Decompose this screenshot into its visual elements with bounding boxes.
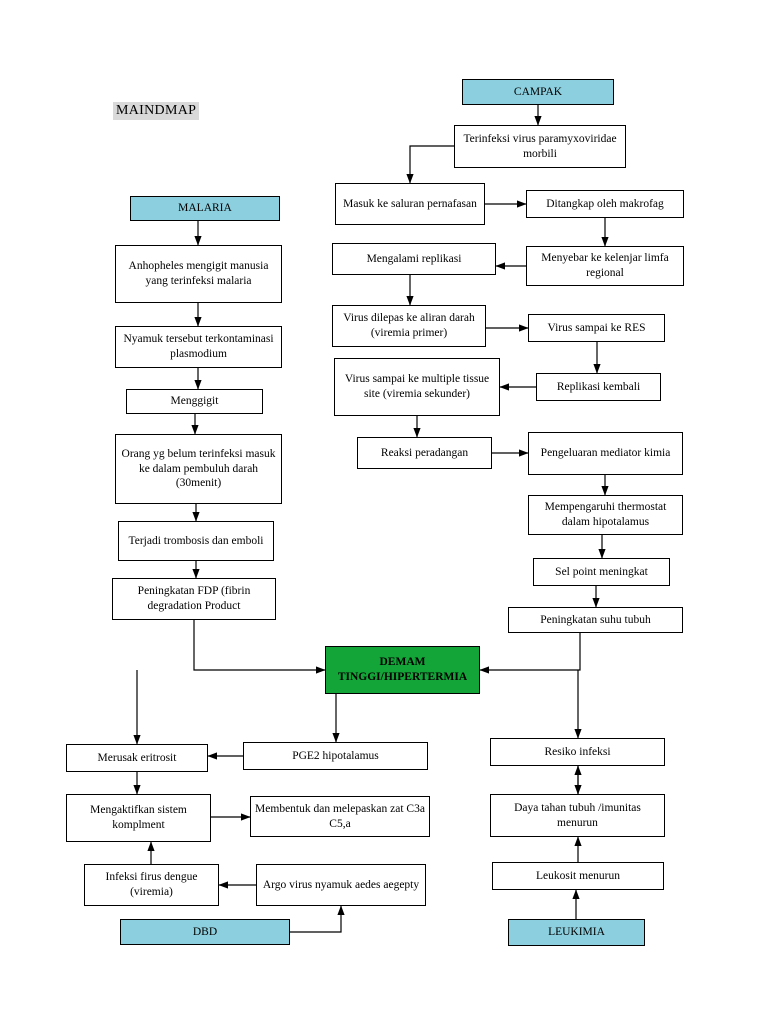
- node-label: Sel point meningkat: [555, 565, 648, 578]
- node-label: Terjadi trombosis dan emboli: [128, 534, 264, 547]
- node-resiko[interactable]: Resiko infeksi: [490, 738, 665, 766]
- edge-terinfeksi-to-masuk_saluran: [406, 145, 454, 184]
- node-reaksi[interactable]: Reaksi peradangan: [357, 437, 492, 469]
- node-label: Menyebar ke kelenjar limfa regional: [541, 252, 669, 279]
- node-argo[interactable]: Argo virus nyamuk aedes aegepty: [256, 864, 426, 906]
- node-label: Membentuk dan melepaskan zat C3a C5,a: [255, 802, 425, 830]
- node-label: Masuk ke saluran pernafasan: [343, 197, 477, 210]
- node-label: Mempengaruhi thermostat dalam hipotalamu…: [544, 501, 667, 528]
- node-suhu[interactable]: Peningkatan suhu tubuh: [508, 607, 683, 633]
- node-campak[interactable]: CAMPAK: [462, 79, 614, 105]
- node-label: Orang yg belum terinfeksi masuk ke dalam…: [121, 447, 276, 490]
- node-label: Merusak eritrosit: [97, 751, 177, 764]
- node-sel_point[interactable]: Sel point meningkat: [533, 558, 670, 586]
- node-demam[interactable]: DEMAM TINGGI/HIPERTERMIA: [325, 646, 480, 694]
- node-nyamuk[interactable]: Nyamuk tersebut terkontaminasi plasmodiu…: [115, 326, 282, 368]
- node-label: Virus sampai ke multiple tissue site (vi…: [344, 373, 490, 400]
- node-label: Resiko infeksi: [544, 745, 611, 758]
- node-terinfeksi[interactable]: Terinfeksi virus paramyxoviridae morbili: [454, 125, 626, 168]
- node-ditangkap[interactable]: Ditangkap oleh makrofag: [526, 190, 684, 218]
- node-label: Virus sampai ke RES: [547, 321, 646, 334]
- node-label: DEMAM TINGGI/HIPERTERMIA: [337, 656, 468, 683]
- node-label: Ditangkap oleh makrofag: [546, 197, 664, 210]
- node-label: Nyamuk tersebut terkontaminasi plasmodiu…: [123, 333, 274, 360]
- node-label: Mengalami replikasi: [366, 252, 462, 265]
- node-label: Infeksi firus dengue (viremia): [105, 871, 198, 898]
- node-virus_res[interactable]: Virus sampai ke RES: [528, 314, 665, 342]
- node-fdp[interactable]: Peningkatan FDP (fibrin degradation Prod…: [112, 578, 276, 620]
- node-trombosis[interactable]: Terjadi trombosis dan emboli: [118, 521, 274, 561]
- node-merusak[interactable]: Merusak eritrosit: [66, 744, 208, 772]
- node-replikasi[interactable]: Mengalami replikasi: [332, 243, 496, 275]
- node-label: MALARIA: [178, 202, 232, 215]
- node-label: Replikasi kembali: [556, 380, 641, 393]
- edge-dbd-to-argo: [290, 905, 345, 933]
- node-label: Peningkatan FDP (fibrin degradation Prod…: [137, 585, 251, 612]
- node-replikasi_kembali[interactable]: Replikasi kembali: [536, 373, 661, 401]
- node-leukimia[interactable]: LEUKIMIA: [508, 919, 645, 946]
- edge-fdp-to-demam: [193, 620, 326, 674]
- node-label: Pengeluaran mediator kimia: [540, 447, 671, 460]
- node-thermostat[interactable]: Mempengaruhi thermostat dalam hipotalamu…: [528, 495, 683, 535]
- node-virus_dilepas[interactable]: Virus dilepas ke aliran darah (viremia p…: [332, 305, 486, 347]
- node-komplement[interactable]: Mengaktifkan sistem komplment: [66, 794, 211, 842]
- node-pengeluaran[interactable]: Pengeluaran mediator kimia: [528, 432, 683, 475]
- node-label: Peningkatan suhu tubuh: [540, 613, 651, 626]
- node-label: Terinfeksi virus paramyxoviridae morbili: [463, 132, 617, 160]
- node-daya_tahan[interactable]: Daya tahan tubuh /imunitas menurun: [490, 794, 665, 837]
- node-label: PGE2 hipotalamus: [292, 749, 379, 762]
- node-masuk_saluran[interactable]: Masuk ke saluran pernafasan: [335, 183, 485, 225]
- node-anhopheles[interactable]: Anhopheles mengigit manusia yang terinfe…: [115, 245, 282, 303]
- edge-suhu-to-demam: [479, 633, 581, 674]
- node-dbd[interactable]: DBD: [120, 919, 290, 945]
- node-leukosit[interactable]: Leukosit menurun: [492, 862, 664, 890]
- node-infeksi_virus[interactable]: Infeksi firus dengue (viremia): [84, 864, 219, 906]
- node-menyebar[interactable]: Menyebar ke kelenjar limfa regional: [526, 246, 684, 286]
- node-label: Mengaktifkan sistem komplment: [90, 804, 187, 831]
- node-label: Reaksi peradangan: [380, 446, 469, 459]
- node-label: Leukosit menurun: [536, 869, 620, 882]
- node-virus_multiple[interactable]: Virus sampai ke multiple tissue site (vi…: [334, 358, 500, 416]
- node-label: DBD: [192, 925, 218, 938]
- node-label: CAMPAK: [513, 85, 563, 98]
- node-label: Daya tahan tubuh /imunitas menurun: [514, 801, 641, 829]
- node-c3a[interactable]: Membentuk dan melepaskan zat C3a C5,a: [250, 796, 430, 837]
- node-menggigit[interactable]: Menggigit: [126, 389, 263, 414]
- node-label: Virus dilepas ke aliran darah (viremia p…: [343, 312, 475, 339]
- node-label: LEUKIMIA: [548, 926, 605, 939]
- node-malaria[interactable]: MALARIA: [130, 196, 280, 221]
- node-label: Anhopheles mengigit manusia yang terinfe…: [128, 260, 269, 287]
- node-orang[interactable]: Orang yg belum terinfeksi masuk ke dalam…: [115, 434, 282, 504]
- node-label: Menggigit: [170, 395, 219, 408]
- node-label: Argo virus nyamuk aedes aegepty: [262, 878, 420, 891]
- node-pge2[interactable]: PGE2 hipotalamus: [243, 742, 428, 770]
- page-title: MAINDMAP: [113, 102, 200, 120]
